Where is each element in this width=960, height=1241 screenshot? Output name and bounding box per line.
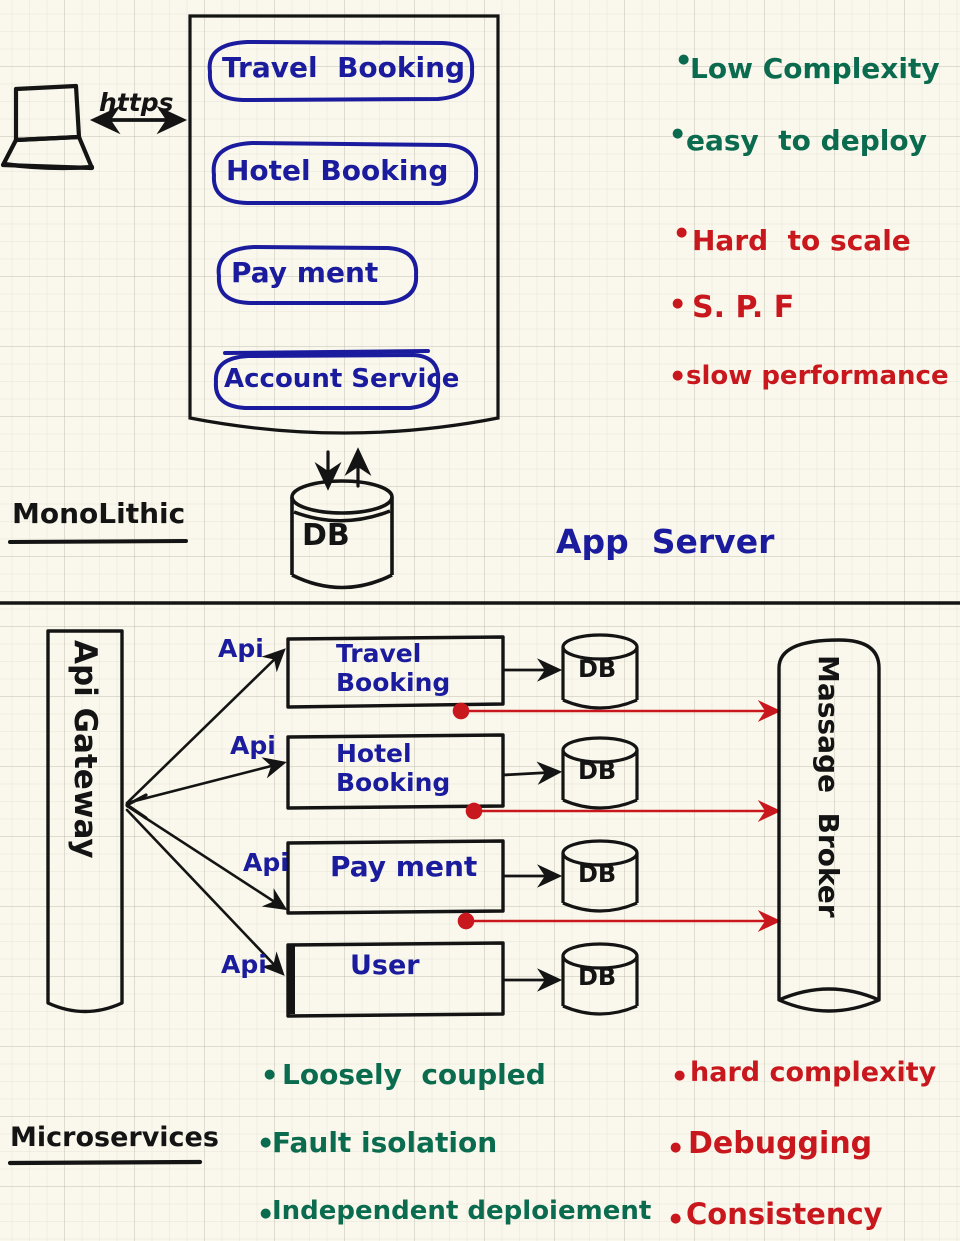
module-label-travel-booking: Travel Booking (222, 51, 466, 84)
bullet-dot: ● (678, 52, 690, 67)
module-oval-travel-booking (207, 40, 475, 102)
service-label-travel-booking: Travel Booking (336, 639, 451, 697)
module-label-hotel-booking: Hotel Booking (226, 154, 449, 187)
bullet-dot: ● (672, 368, 684, 383)
monolith-database-cylinder (290, 479, 394, 590)
service-database-cylinders (561, 633, 639, 1016)
db-cylinder-user (561, 942, 639, 1016)
bullet-dot: ● (674, 1068, 686, 1083)
bullet-dot: ● (676, 225, 688, 240)
module-label-account-service: Account Service (224, 364, 460, 394)
api-edge-label-user: Api (221, 950, 267, 979)
api-edge-label-hotel: Api (230, 731, 276, 760)
micro-con-hard-complexity: hard complexity (690, 1057, 937, 1088)
broker-event-links (452, 700, 782, 932)
bullet-dot: ● (670, 1140, 682, 1155)
db-label-travel: DB (578, 655, 617, 683)
gateway-service-arrows (125, 648, 288, 976)
db-label-hotel: DB (578, 757, 617, 785)
module-oval-hotel-booking (211, 141, 479, 205)
module-label-payment: Pay ment (231, 256, 379, 289)
monolith-con-hard-to-scale: Hard to scale (692, 224, 911, 257)
service-label-user: User (350, 950, 420, 981)
micro-pro-loosely-coupled: Loosely coupled (282, 1058, 546, 1091)
bullet-dot: ● (672, 126, 684, 141)
microservices-section-label: Microservices (10, 1122, 219, 1153)
micro-pro-independent-deployment: Independent deploiement (272, 1196, 652, 1226)
monolith-pro-low-complexity: Low Complexity (690, 52, 940, 85)
service-label-payment: Pay ment (330, 850, 478, 883)
db-label-payment: DB (578, 860, 617, 888)
api-edge-label-payment: Api (243, 848, 289, 877)
service-db-arrows (501, 658, 563, 992)
monolithic-underline (8, 539, 188, 544)
micro-con-consistency: Consistency (686, 1197, 883, 1231)
bullet-dot: ● (260, 1135, 272, 1150)
https-label: https (99, 88, 174, 117)
api-edge-label-travel: Api (218, 634, 264, 663)
monolith-con-slow-performance: slow performance (686, 361, 949, 391)
module-oval-account-service (213, 353, 441, 410)
monolith-container (188, 14, 500, 435)
monolith-con-spf: S. P. F (692, 290, 795, 325)
db-cylinder-payment (561, 839, 639, 913)
micro-pro-fault-isolation: Fault isolation (272, 1126, 498, 1159)
micro-con-debugging: Debugging (688, 1126, 873, 1161)
bullet-dot: ● (670, 1211, 682, 1226)
app-server-label: App Server (556, 522, 775, 561)
module-oval-payment (216, 245, 419, 305)
laptop-icon (0, 83, 95, 171)
bullet-dot: ● (672, 296, 684, 311)
monolith-module-outlines (207, 40, 479, 410)
api-gateway-shape (46, 629, 124, 1014)
api-gateway-label: Api Gateway (67, 640, 103, 859)
monolith-db-label: DB (302, 518, 350, 553)
monolith-pro-easy-deploy: easy to deploy (686, 124, 927, 157)
microservices-underline (7, 1159, 203, 1166)
message-broker-label: Massage Broker (812, 655, 845, 918)
bullet-dot: ● (260, 1206, 272, 1221)
message-broker-shape (777, 638, 881, 1013)
monolithic-section-label: MonoLithic (12, 497, 186, 530)
service-label-hotel-booking: Hotel Booking (336, 739, 451, 797)
db-label-user: DB (578, 963, 617, 991)
bullet-dot: ● (264, 1067, 276, 1082)
